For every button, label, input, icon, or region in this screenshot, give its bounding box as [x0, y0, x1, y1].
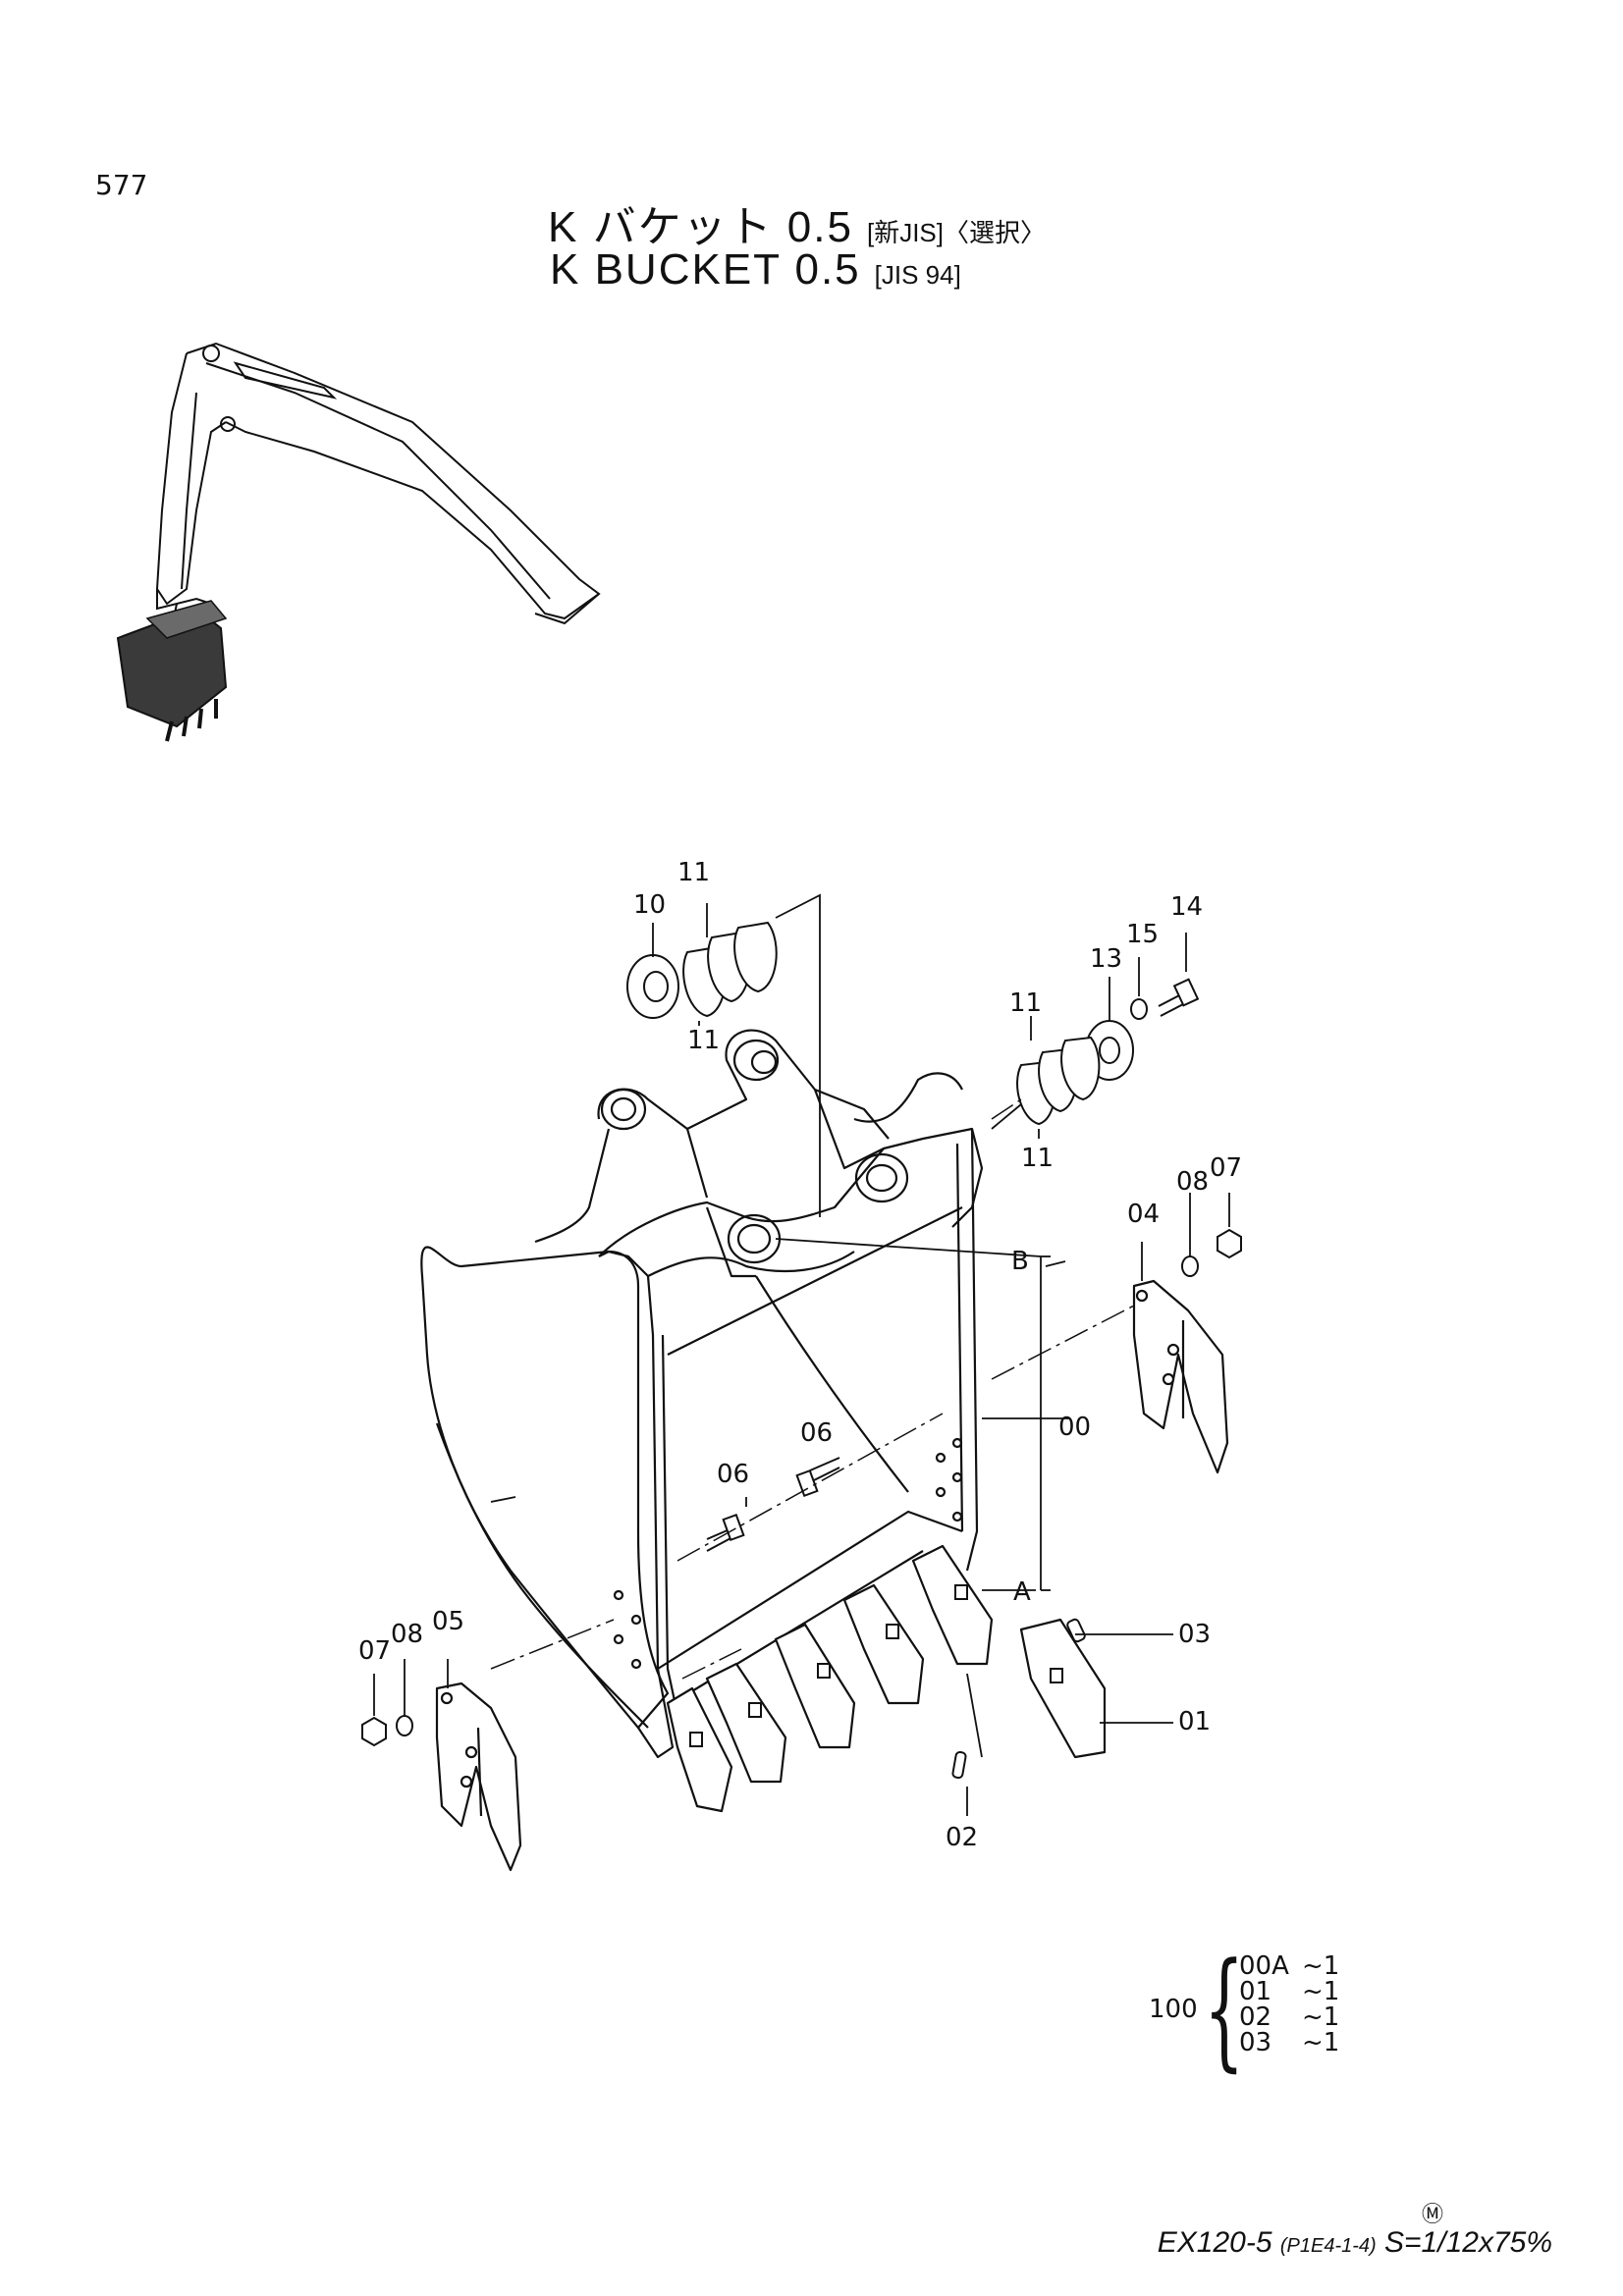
callout-11-bottom-left: 11: [687, 1026, 720, 1055]
callout-07-left: 07: [358, 1636, 391, 1666]
callout-03: 03: [1178, 1620, 1211, 1649]
set-row-code: 03: [1239, 2028, 1272, 2057]
set-row: 00A ~1: [1239, 1953, 1339, 1979]
title-japanese: K バケット 0.5 [新JIS]〈選択〉: [548, 191, 1046, 254]
footer-model-line: EX120-5 (P1E4-1-4) S=1/12x75%: [1158, 2226, 1552, 2260]
callout-B: B: [1011, 1247, 1029, 1276]
set-rows: 00A ~1 01 ~1 02 ~1 03 ~1: [1239, 1953, 1339, 2056]
callout-02: 02: [946, 1823, 978, 1852]
title-en-main: K BUCKET 0.5: [550, 245, 861, 294]
title-en-tag: [JIS 94]: [874, 260, 961, 290]
set-brace: {: [1204, 1935, 1245, 2084]
set-row-code: 00A: [1239, 1951, 1289, 1981]
set-row-code: 02: [1239, 2002, 1272, 2032]
footer-ref: (P1E4-1-4): [1279, 2235, 1377, 2257]
callout-14: 14: [1170, 892, 1203, 922]
callout-11-top-left: 11: [677, 858, 710, 887]
set-row-qty: ~1: [1302, 2002, 1340, 2032]
callout-07-right: 07: [1210, 1153, 1242, 1183]
callout-10: 10: [633, 890, 666, 920]
callout-A: A: [1013, 1577, 1031, 1607]
bucket-teeth: [666, 1544, 1107, 1813]
callout-01: 01: [1178, 1707, 1211, 1736]
footer-mark: Ⓜ: [1422, 2203, 1444, 2227]
callout-15: 15: [1126, 920, 1159, 949]
page-number: 577: [95, 169, 148, 201]
fasteners: [361, 921, 1242, 1747]
title-jp-main: K バケット 0.5: [548, 203, 853, 251]
title-english: K BUCKET 0.5 [JIS 94]: [550, 245, 961, 294]
title-jp-tag: [新JIS]〈選択〉: [866, 218, 1046, 247]
set-row-qty: ~1: [1302, 2028, 1340, 2057]
excavator-arm-thumbnail: [155, 342, 601, 629]
set-row: 03 ~1: [1239, 2030, 1339, 2056]
callout-08-left: 08: [391, 1620, 423, 1649]
callout-08-right: 08: [1176, 1167, 1209, 1197]
callout-06-left: 06: [717, 1460, 749, 1489]
side-cutters: [435, 1279, 1229, 1872]
leader-lines: [373, 893, 1230, 1816]
footer-model: EX120-5: [1157, 2226, 1272, 2259]
callout-06-right: 06: [800, 1418, 833, 1448]
set-row-qty: ~1: [1302, 1977, 1340, 2006]
set-row: 01 ~1: [1239, 1979, 1339, 2004]
set-row: 02 ~1: [1239, 2004, 1339, 2030]
callout-04: 04: [1127, 1200, 1160, 1229]
set-parent-number: 100: [1149, 1995, 1198, 2024]
callouts: 00 01 02 03 04 05 06 06 07 07 08 08 10 1…: [358, 858, 1242, 1852]
tooth-slot-marks: [689, 1584, 1063, 1747]
centre-lines: [490, 1098, 1135, 1680]
callout-00: 00: [1058, 1413, 1091, 1442]
set-row-code: 01: [1239, 1977, 1272, 2006]
thumbnail-bucket-icon: [116, 600, 228, 742]
bucket-body: [420, 1029, 984, 1759]
callout-11-top-right: 11: [1009, 988, 1042, 1018]
callout-13: 13: [1090, 944, 1122, 974]
pin-and-lock: [951, 1618, 1086, 1780]
footer-scale: S=1/12x75%: [1384, 2226, 1552, 2259]
callout-11-bottom-right: 11: [1021, 1144, 1054, 1173]
callout-05: 05: [432, 1607, 464, 1636]
set-row-qty: ~1: [1302, 1951, 1340, 1981]
